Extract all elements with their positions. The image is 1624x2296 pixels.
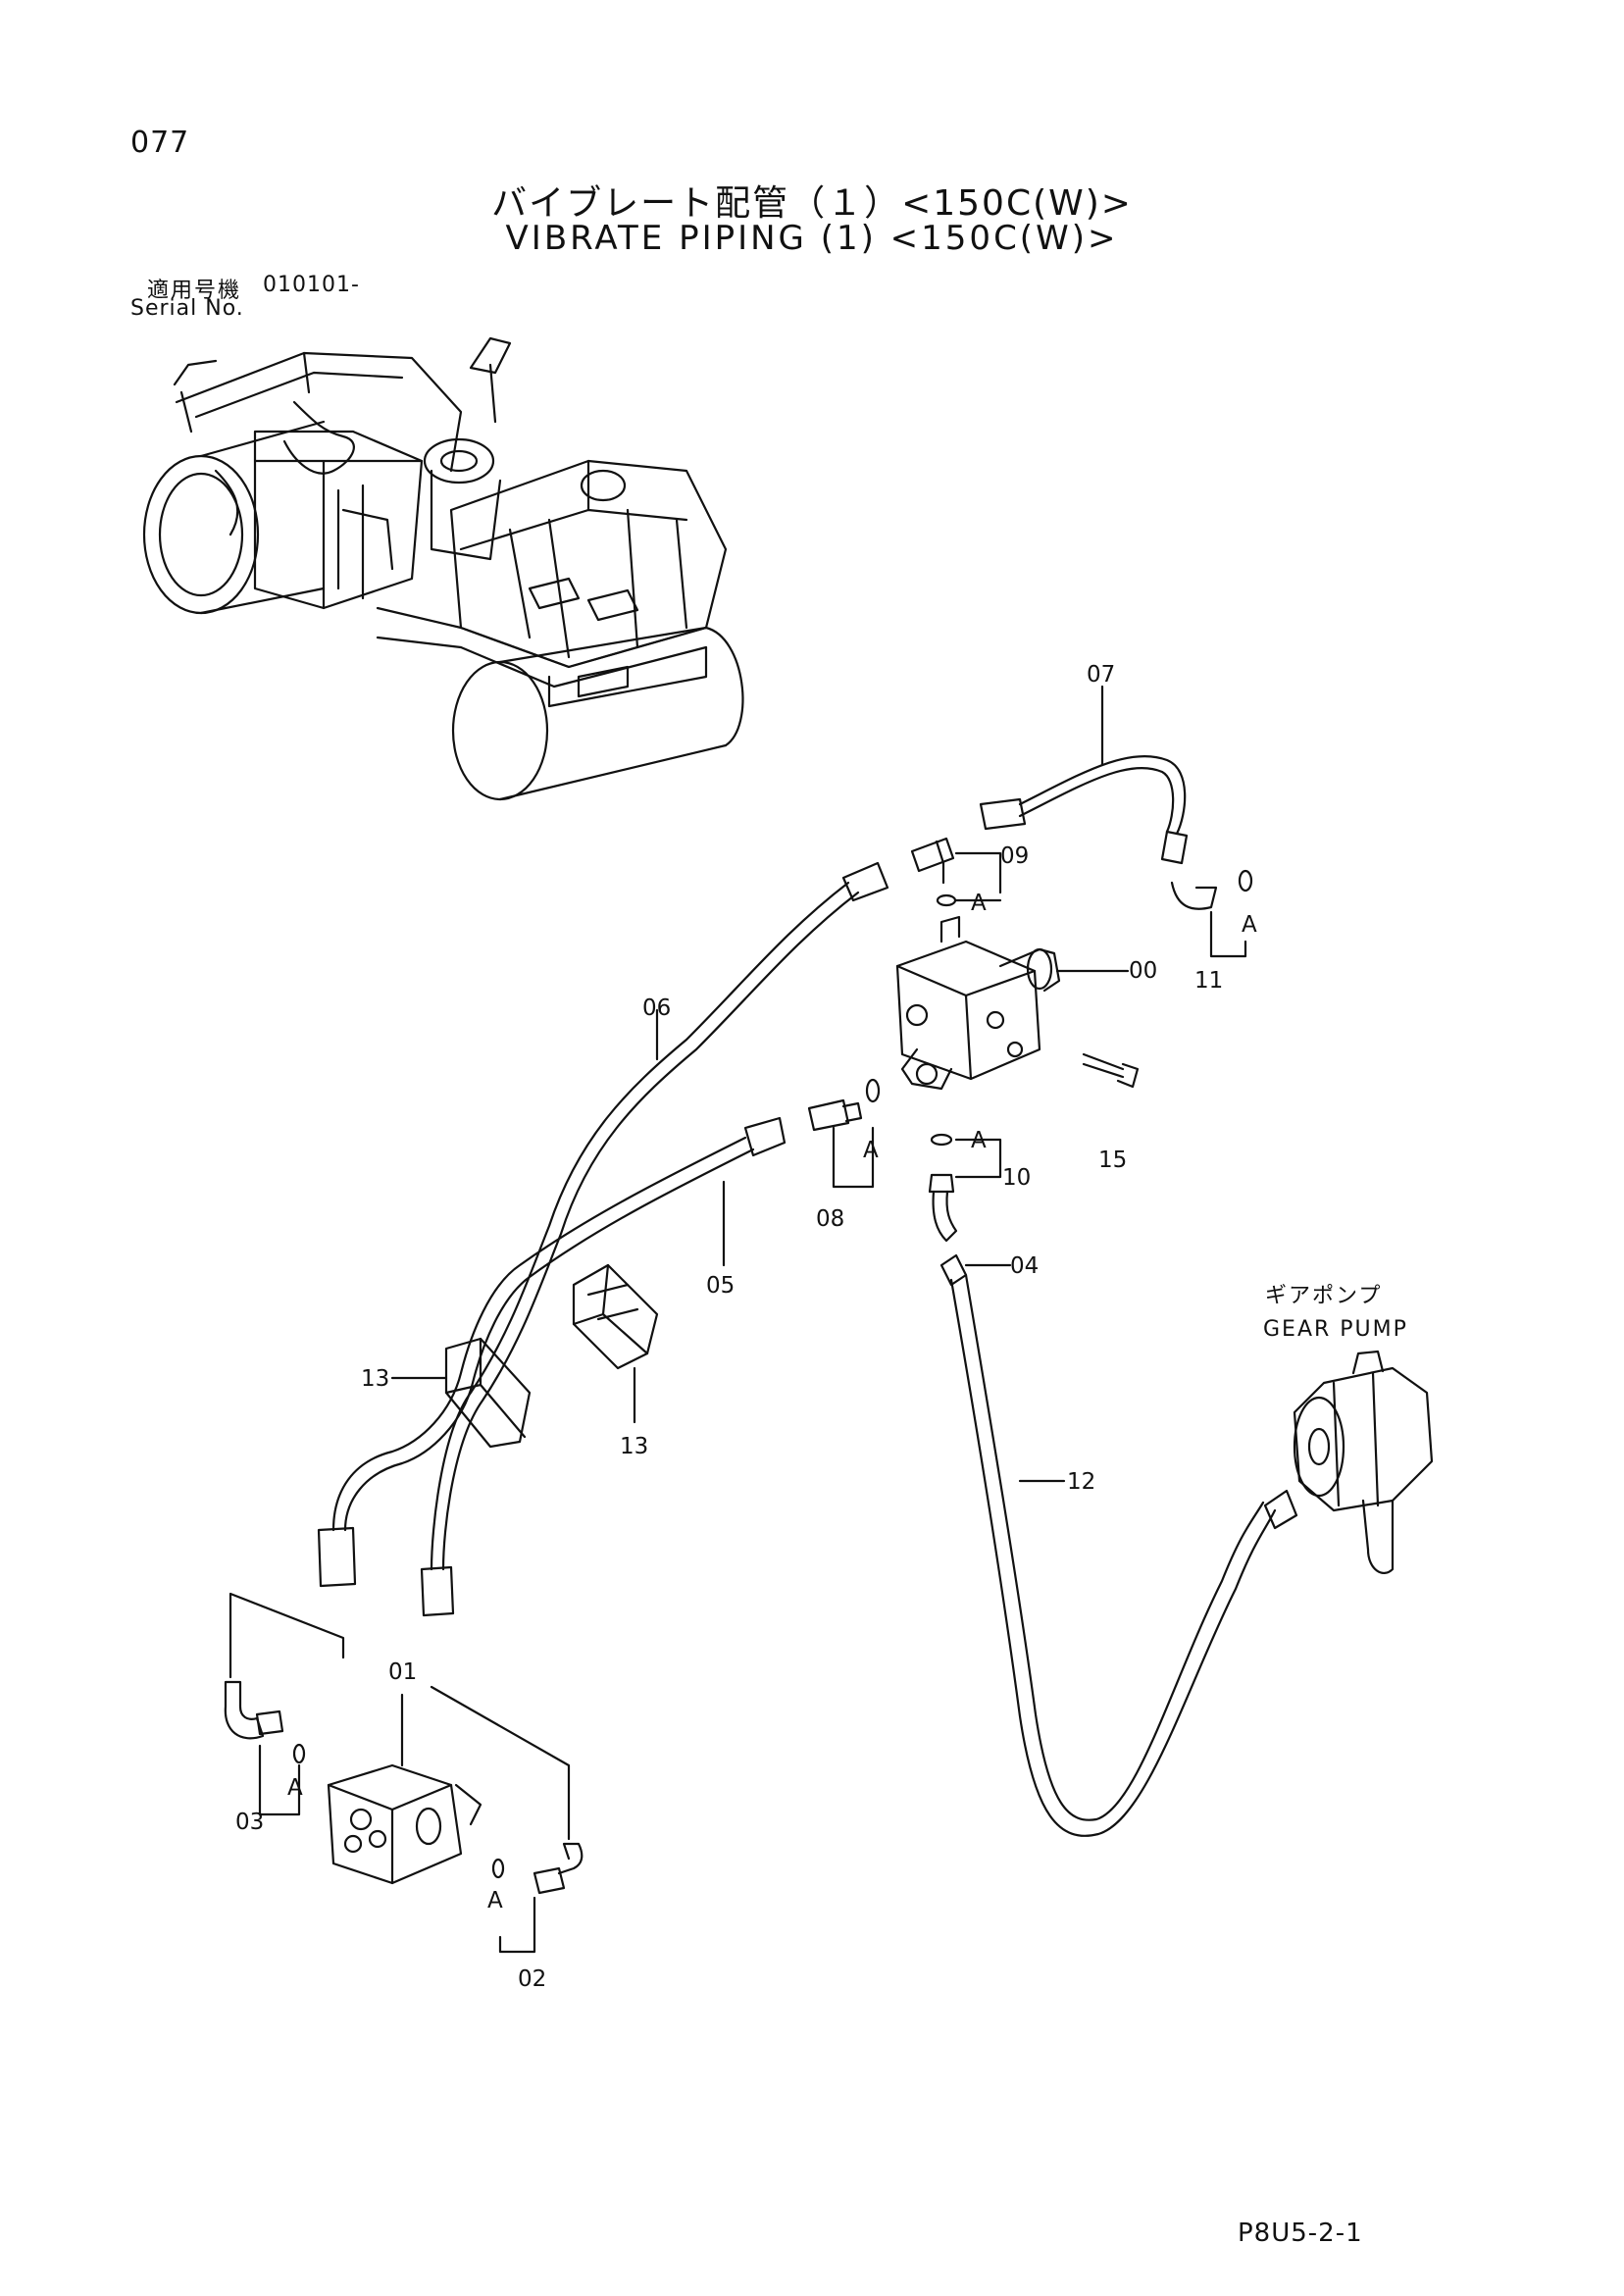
serial-number: 010101-	[263, 273, 360, 297]
roller-machine-illustration	[142, 336, 744, 801]
callout-00: 00	[1129, 958, 1157, 984]
clamp-13	[390, 1337, 532, 1449]
a-mark-nipple-08: A	[863, 1138, 879, 1163]
elbow-fitting-02	[430, 1685, 584, 1954]
a-mark-elbow-02: A	[487, 1888, 503, 1913]
callout-02: 02	[518, 1966, 546, 1992]
hose-07	[979, 685, 1189, 865]
callout-09: 09	[1000, 843, 1029, 869]
callout-07: 07	[1087, 662, 1115, 688]
elbow-fitting-11	[1170, 869, 1253, 958]
callout-10: 10	[1002, 1165, 1031, 1191]
a-mark-elbow-11: A	[1242, 912, 1257, 938]
callout-05: 05	[706, 1273, 735, 1299]
gear-pump	[1293, 1350, 1434, 1574]
serial-label-jp: 適用号機	[147, 279, 242, 303]
a-mark-fitting-10: A	[971, 1128, 987, 1153]
fitting-10	[928, 1133, 1002, 1243]
page-title-jp: バイブレート配管（１）<150C(W)>	[491, 183, 1133, 224]
serial-label-en: Serial No.	[130, 296, 244, 321]
a-mark-valve-top: A	[971, 891, 987, 916]
gear-pump-label-jp: ギアポンプ	[1265, 1284, 1382, 1308]
hose-12	[939, 1253, 1298, 1837]
vibration-valve-assembly	[895, 915, 1130, 1091]
page-number: 077	[130, 126, 190, 160]
hose-06	[420, 861, 889, 1617]
gear-pump-label-en: GEAR PUMP	[1263, 1317, 1408, 1342]
callout-04: 04	[1010, 1253, 1039, 1279]
clamp-13-detail	[572, 1263, 659, 1424]
page-title-en: VIBRATE PIPING (1) <150C(W)>	[505, 219, 1119, 258]
lower-manifold-01	[327, 1693, 482, 1885]
callout-13-clamp: 13	[361, 1366, 389, 1392]
callout-11: 11	[1194, 968, 1223, 994]
callout-15: 15	[1098, 1148, 1127, 1173]
bolt-15	[1082, 1052, 1140, 1089]
callout-01: 01	[388, 1659, 417, 1685]
callout-08: 08	[816, 1206, 844, 1232]
a-mark-elbow-03: A	[287, 1775, 303, 1801]
callout-03: 03	[235, 1810, 264, 1835]
callout-13-detail: 13	[620, 1434, 648, 1459]
nipple-fitting-08	[807, 1078, 881, 1189]
callout-12: 12	[1067, 1469, 1095, 1495]
elbow-fitting-03	[224, 1592, 345, 1816]
footer-page-code: P8U5-2-1	[1238, 2219, 1363, 2248]
tee-fitting-09	[910, 837, 1002, 907]
callout-06: 06	[642, 995, 671, 1021]
hose-05	[317, 1116, 787, 1588]
